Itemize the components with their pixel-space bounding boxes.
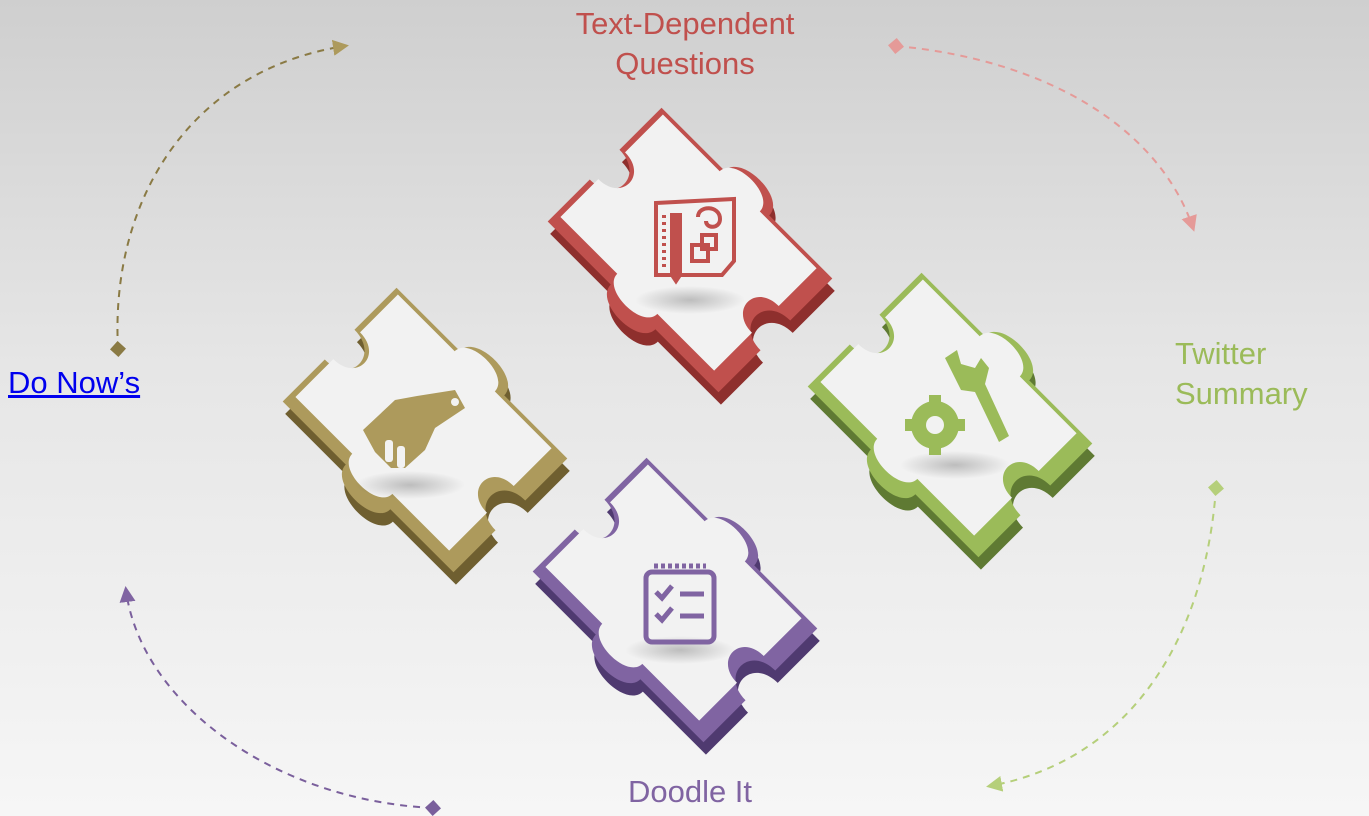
connector-arrow-right-to-bottom [986, 480, 1224, 792]
label-doodle-it: Doodle It [627, 774, 753, 809]
connector-arrow-top-to-right [888, 38, 1197, 232]
handshake-icon [363, 390, 465, 468]
blueprint-pencil-icon [654, 196, 736, 285]
gear-wrench-icon [905, 350, 1009, 455]
label-text-dependent-questions: Text-Dependent Questions [575, 6, 795, 81]
link-do-nows[interactable]: Do Now’s [8, 365, 141, 400]
connector-arrow-bottom-to-left [119, 586, 441, 816]
puzzle-piece-bottom [519, 444, 833, 768]
connector-arrow-left-to-top [110, 39, 349, 357]
label-twitter-summary: Twitter Summary [1175, 336, 1308, 411]
checklist-clipboard-icon [643, 563, 717, 645]
